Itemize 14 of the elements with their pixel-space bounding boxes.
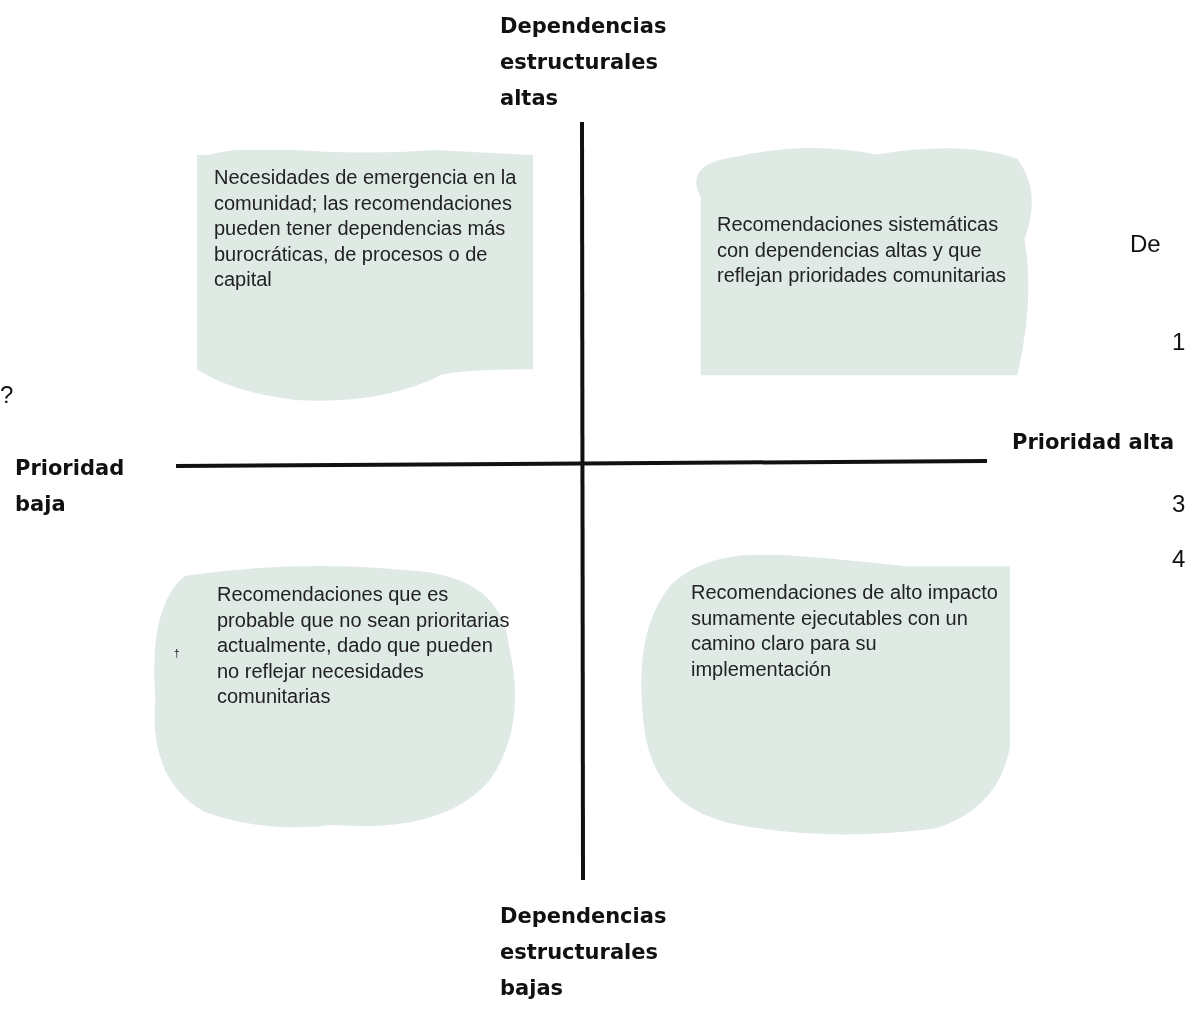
- axis-title: Prioridad alta: [1012, 429, 1176, 456]
- partial-number: 3: [1172, 490, 1186, 519]
- partial-number: 4: [1172, 545, 1186, 574]
- partial-text: De: [1130, 230, 1161, 259]
- dagger-mark: †: [174, 648, 180, 660]
- partial-number: 1: [1172, 328, 1186, 357]
- quadrant-text: Recomendaciones sistemáticas con dependencias altas y que reflejan prioridades comunitarias: [717, 212, 1007, 288]
- quadrant-text: Necesidades de emergencia en la comunidad; las recomendaciones pueden tener dependencias más burocráticas, de procesos o de capital: [214, 165, 518, 292]
- axis-title: Prioridad baja: [15, 455, 126, 518]
- quadrant-text: Recomendaciones de alto impacto sumamente ejecutables con un camino claro para su implementación: [691, 580, 999, 682]
- partial-text: ?: [0, 381, 14, 410]
- quadrant-text: Recomendaciones que es probable que no sean prioritarias actualmente, dado que pueden no reflejar necesidades comunitarias: [217, 582, 511, 709]
- axis-title: Dependencias estructurales altas: [500, 13, 668, 112]
- axis-title: Dependencias estructurales bajas: [500, 903, 668, 1002]
